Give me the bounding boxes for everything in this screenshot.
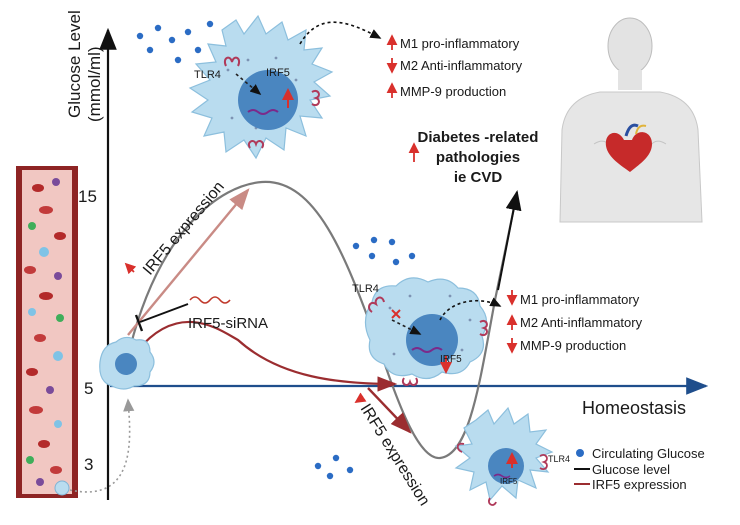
legend-glucose-level: Glucose level [592,462,670,477]
glucose-dots [136,20,416,480]
x-axis-label: Homeostasis [582,398,686,418]
up-red-arrow [124,262,137,275]
tlr4-receptor-icon [368,296,488,386]
cvd-arrow [497,190,522,291]
legend-glucose-dot [576,449,584,457]
sirna-inhibition: IRF5-siRNA [134,296,268,332]
resting-macrophage [99,336,155,390]
top-tlr4-label: TLR4 [194,69,221,81]
sirna-squiggle-icon [189,296,231,304]
x-axis: Homeostasis [110,377,709,418]
middle-macrophage: TLR4 IRF5 [352,277,502,386]
tick-5: 5 [84,379,93,398]
y-axis-label: Glucose Level [65,10,84,118]
top-irf5-label: IRF5 [266,67,290,79]
irf5-expression-curve [137,320,398,392]
monocyte-exit [54,398,135,496]
mid-irf5-label: IRF5 [440,354,462,365]
tlr4-receptor-icon [223,56,241,67]
human-body-icon [559,17,703,223]
y-axis-unit: (mmol/ml) [85,46,104,122]
irf5-down-annotation: IRF5 expression [354,387,433,509]
receptor-icon [247,89,320,149]
pathology-line2: pathologies [436,149,520,166]
mid-effect-3: MMP-9 production [520,338,626,353]
top-effects: M1 pro-inflammatory M2 Anti-inflammatory… [386,34,523,99]
irf5-up-annotation: IRF5 expression [124,178,250,336]
legend-irf5: IRF5 expression [592,477,687,492]
bottom-tlr4-label: TLR4 [548,454,570,464]
sirna-label: IRF5-siRNA [188,315,268,332]
pathology-line3: ie CVD [454,169,503,186]
top-macrophage: TLR4 IRF5 [188,14,382,160]
mid-effect-1: M1 pro-inflammatory [520,292,640,307]
tick-3: 3 [84,455,93,474]
tick-15: 15 [78,187,97,206]
blood-cells [24,178,66,486]
pathology-annotation: Diabetes -related pathologies ie CVD [408,129,539,186]
y-axis: Glucose Level (mmol/ml) 15 5 3 [65,10,117,500]
pathology-line1: Diabetes -related [418,129,539,146]
tlr4-receptor-icon [456,442,548,506]
heart-icon [605,123,652,172]
bottom-macrophage: TLR4 IRF5 [454,406,570,506]
blocked-x-icon [391,309,401,319]
legend: Circulating Glucose Glucose level IRF5 e… [574,446,705,492]
mid-tlr4-label: TLR4 [352,283,379,295]
mid-effect-2: M2 Anti-inflammatory [520,315,643,330]
bottom-irf5-label: IRF5 [500,477,518,486]
top-effect-2: M2 Anti-inflammatory [400,58,523,73]
legend-glucose: Circulating Glucose [592,446,705,461]
middle-effects: M1 pro-inflammatory M2 Anti-inflammatory… [506,290,643,354]
top-effect-3: MMP-9 production [400,84,506,99]
blood-vessel [16,166,78,498]
top-effect-1: M1 pro-inflammatory [400,36,520,51]
